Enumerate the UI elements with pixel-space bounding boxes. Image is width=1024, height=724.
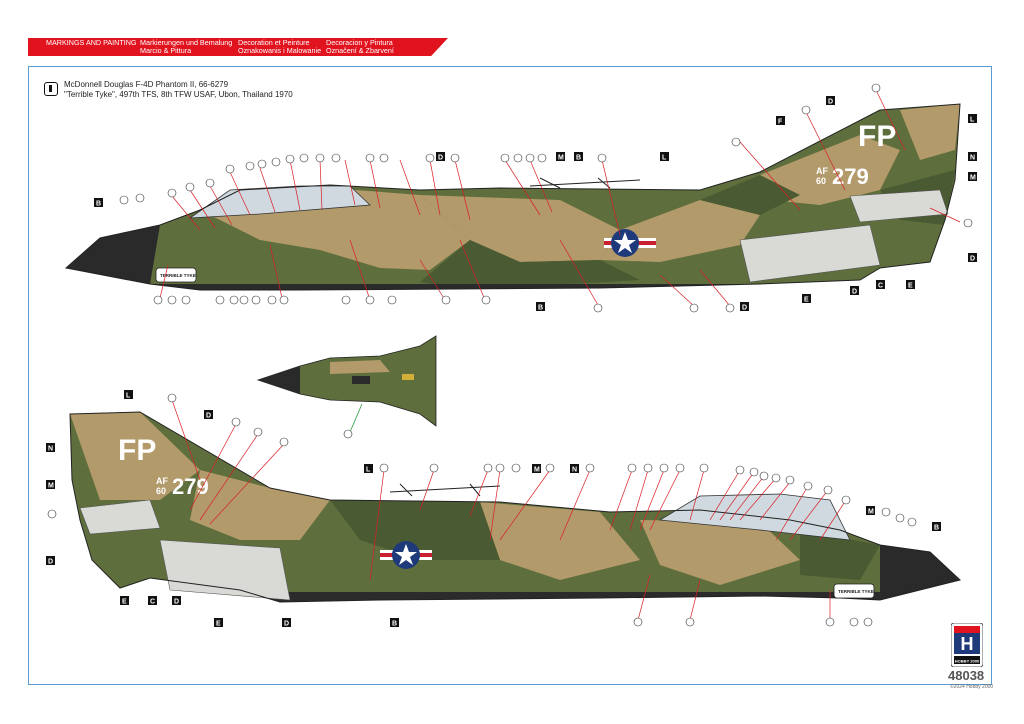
bottom-stabilator-area xyxy=(159,539,291,601)
svg-text:E: E xyxy=(122,599,127,606)
bottom-tail-code: FP xyxy=(118,434,156,467)
svg-text:N: N xyxy=(48,446,53,453)
bottom-tail-plane xyxy=(79,499,161,535)
svg-text:B: B xyxy=(934,525,939,532)
svg-text:B: B xyxy=(96,201,101,208)
svg-text:D: D xyxy=(284,621,289,628)
bottom-aircraft-profile: FP AF 60 279 TERRIBLE TYKE xyxy=(46,390,962,628)
bottom-canopy xyxy=(658,493,851,541)
bottom-nose-art-text: TERRIBLE TYKE xyxy=(838,589,874,594)
svg-text:D: D xyxy=(742,305,747,312)
bottom-tail-year: 60 xyxy=(156,486,166,496)
svg-text:L: L xyxy=(126,393,131,400)
svg-text:F: F xyxy=(778,119,783,126)
bottom-radome xyxy=(880,545,960,600)
svg-text:M: M xyxy=(534,467,540,474)
banner-es-line2: Označení & Zbarvení xyxy=(326,46,394,55)
top-tail-serial: 279 xyxy=(832,164,869,189)
svg-text:D: D xyxy=(852,289,857,296)
bottom-letter-callouts: L N M D D E C D E D B L N M M B xyxy=(46,390,941,628)
svg-text:L: L xyxy=(662,155,667,162)
svg-text:L: L xyxy=(970,117,975,124)
svg-text:B: B xyxy=(538,305,543,312)
svg-text:B: B xyxy=(392,621,397,628)
bottom-number-callouts xyxy=(47,393,917,627)
scheme-number-icon xyxy=(44,82,58,96)
top-radome xyxy=(66,225,160,284)
svg-text:D: D xyxy=(206,413,211,420)
top-tail-plane xyxy=(849,189,949,223)
drawing-frame xyxy=(28,66,992,685)
banner-de-line1: Markierungen und Bemalung xyxy=(140,38,233,47)
logo-letter: H xyxy=(961,634,974,654)
svg-text:E: E xyxy=(908,283,913,290)
svg-text:E: E xyxy=(804,297,809,304)
bottom-nose-art-panel xyxy=(833,583,875,599)
top-nose-art-panel xyxy=(155,267,197,283)
hobby2000-logo: H HOBBY 2000 xyxy=(951,623,983,667)
svg-text:C: C xyxy=(150,599,155,606)
header-banner: MARKINGS AND PAINTING Markierungen und B… xyxy=(28,38,448,56)
bottom-callout-lines xyxy=(171,399,847,621)
svg-text:D: D xyxy=(828,99,833,106)
bottom-tail-serial: 279 xyxy=(172,474,209,499)
scheme-title-line1: McDonnell Douglas F-4D Phantom II, 66-62… xyxy=(64,80,229,89)
banner-en-line1: MARKINGS AND PAINTING xyxy=(46,38,137,47)
top-number-callouts xyxy=(119,83,973,313)
banner-fr-line1: Decoration et Peinture xyxy=(238,38,310,47)
top-tail-code: FP xyxy=(858,120,896,153)
svg-text:M: M xyxy=(868,509,874,516)
top-tail-af: AF xyxy=(816,166,828,176)
banner-de-line2: Marcio & Pittura xyxy=(140,46,192,55)
svg-text:D: D xyxy=(438,155,443,162)
svg-text:C: C xyxy=(878,283,883,290)
scheme-title-line2: "Terrible Tyke", 497th TFS, 8th TFW USAF… xyxy=(64,90,293,99)
logo-caption: HOBBY 2000 xyxy=(955,659,980,664)
scheme-title: McDonnell Douglas F-4D Phantom II, 66-62… xyxy=(64,80,293,100)
svg-text:E: E xyxy=(216,621,221,628)
svg-text:M: M xyxy=(558,155,564,162)
banner-fr-line2: Oznakowanis i Malowanie xyxy=(238,46,322,55)
banner-col-en: MARKINGS AND PAINTING xyxy=(46,39,137,47)
svg-text:N: N xyxy=(572,467,577,474)
top-tail-year: 60 xyxy=(816,176,826,186)
svg-text:M: M xyxy=(970,175,976,182)
copyright: ©2024 Hobby 2000 xyxy=(950,684,994,690)
svg-text:M: M xyxy=(48,483,54,490)
banner-es-line1: Decoracion y Pintura xyxy=(326,38,393,47)
top-letter-callouts: B D L N M F D M B L D D C E E D B xyxy=(94,96,977,312)
bottom-tail-af: AF xyxy=(156,476,168,486)
svg-text:N: N xyxy=(970,155,975,162)
top-aircraft-profile: FP AF 60 279 TERRIBLE TYKE xyxy=(64,83,977,313)
svg-text:D: D xyxy=(970,256,975,263)
top-callout-lines xyxy=(159,89,961,307)
svg-text:D: D xyxy=(174,599,179,606)
top-stabilator-area xyxy=(739,224,881,283)
top-usaf-roundel xyxy=(604,229,656,257)
nose-detail-view xyxy=(256,335,437,439)
product-code: 48038 xyxy=(948,668,985,683)
svg-text:B: B xyxy=(576,155,581,162)
svg-text:L: L xyxy=(366,467,371,474)
svg-text:D: D xyxy=(48,559,53,566)
bottom-usaf-roundel xyxy=(380,541,432,569)
top-nose-art-text: TERRIBLE TYKE xyxy=(160,273,196,278)
